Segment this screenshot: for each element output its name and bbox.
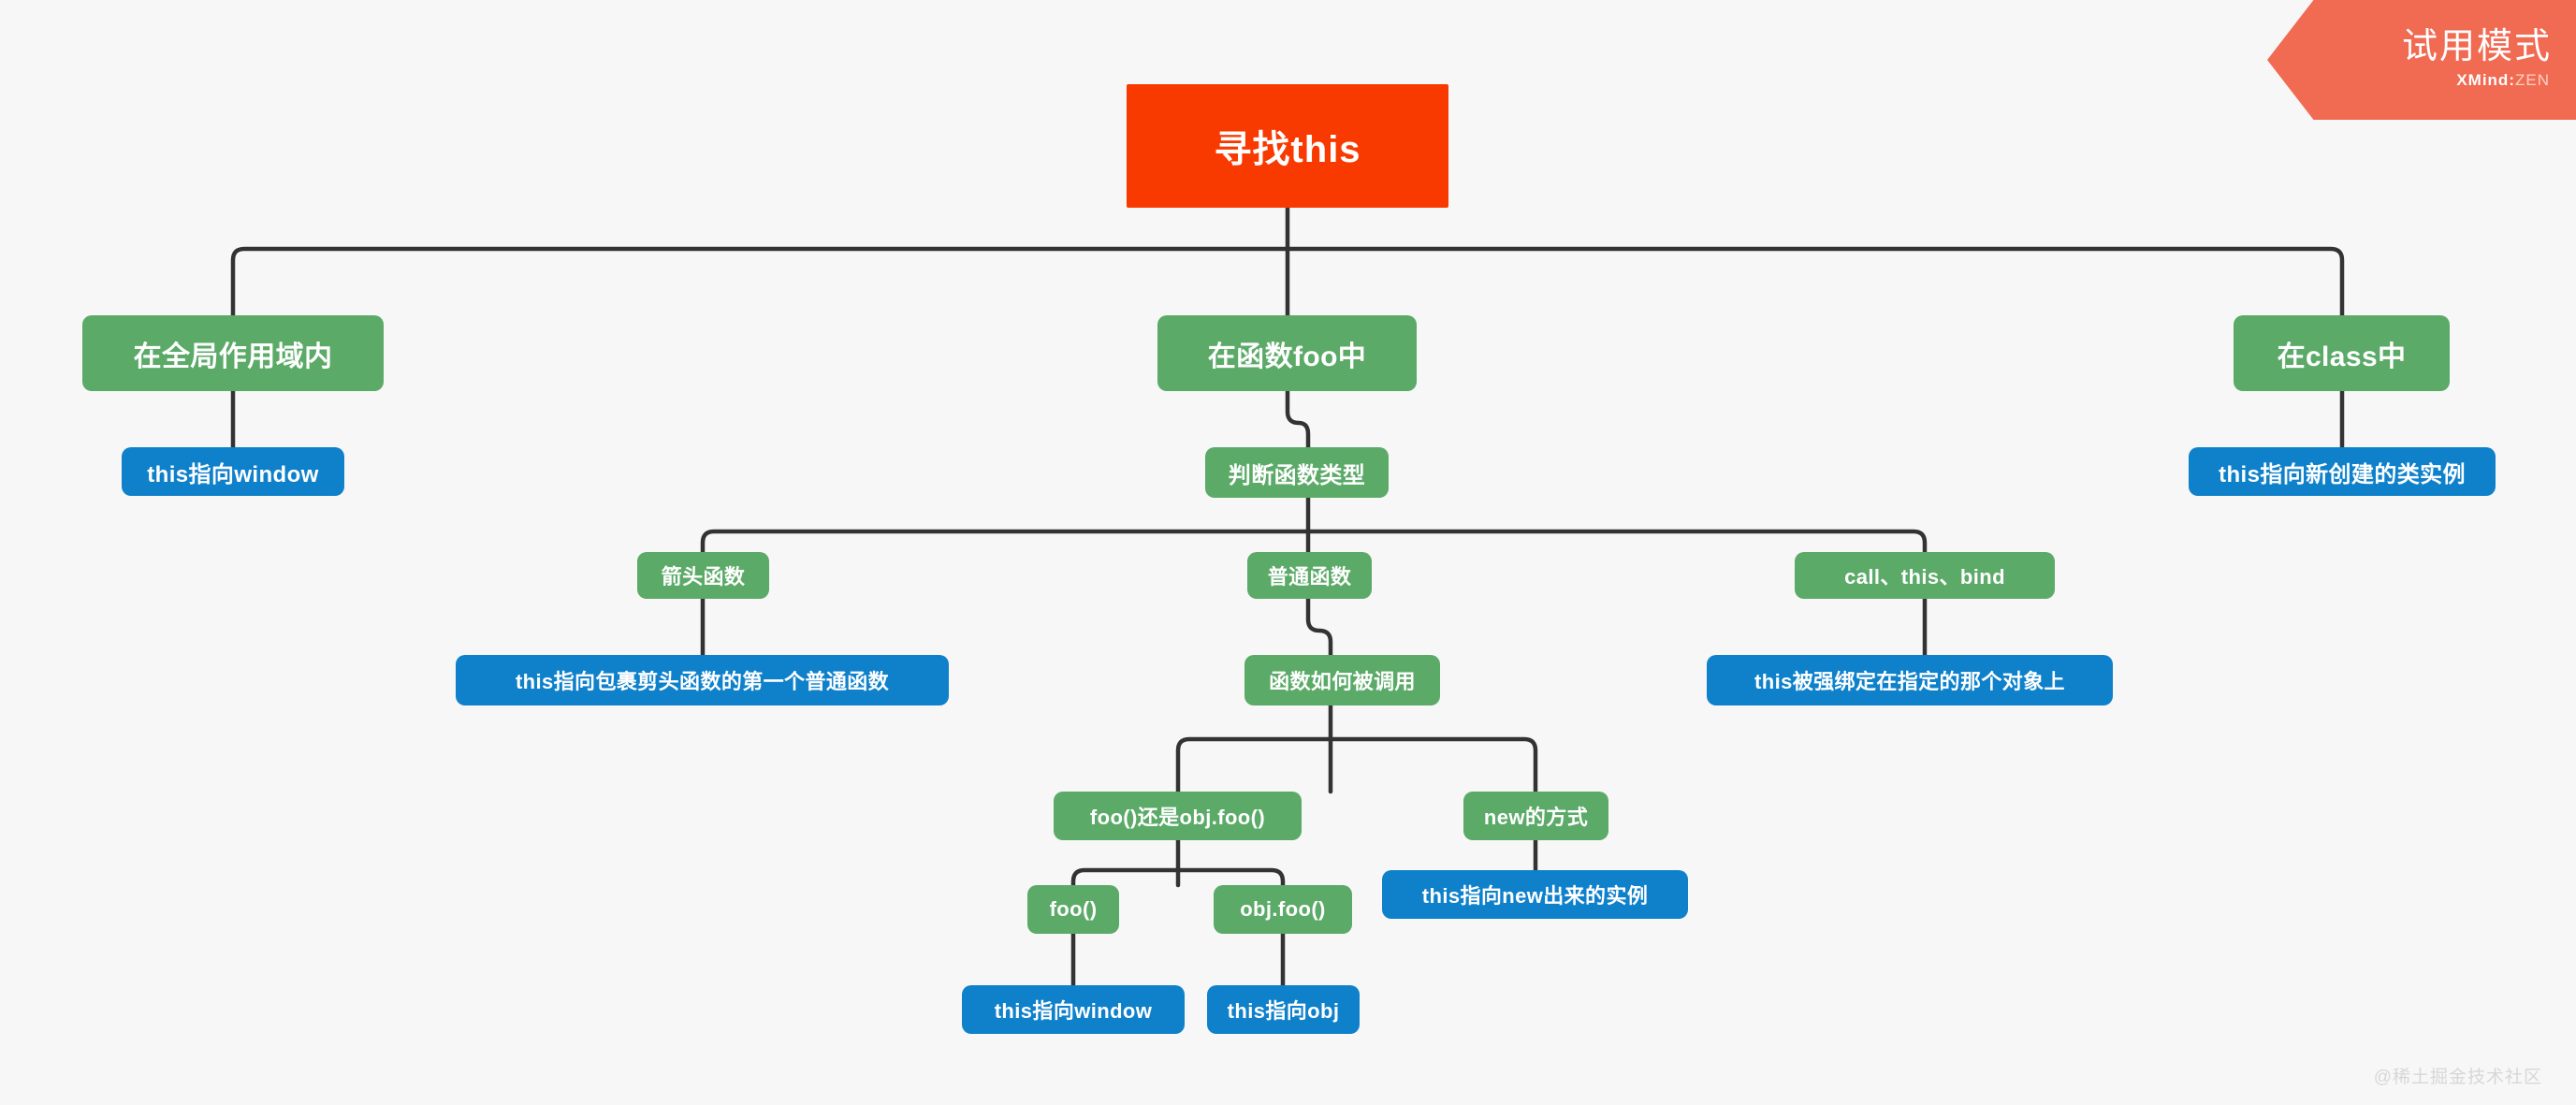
edge-level6-bus xyxy=(1070,867,1286,888)
trial-mode-title: 试用模式 xyxy=(2401,27,2552,66)
node-call-bind-result[interactable]: this被强绑定在指定的那个对象上 xyxy=(1707,655,2113,705)
trial-mode-badge[interactable]: 试用模式 XMind:ZEN xyxy=(2267,0,2576,120)
brand-separator: : xyxy=(2509,71,2515,89)
edge-normal-to-howcalled xyxy=(1305,596,1333,658)
node-normal-fn[interactable]: 普通函数 xyxy=(1247,552,1372,599)
node-in-function-foo[interactable]: 在函数foo中 xyxy=(1157,315,1417,391)
node-foo-call-result[interactable]: this指向window xyxy=(962,985,1185,1034)
node-global-result[interactable]: this指向window xyxy=(122,447,344,496)
brand-primary: XMind xyxy=(2456,71,2510,89)
node-objfoo-result[interactable]: this指向obj xyxy=(1207,985,1360,1034)
node-foo-call[interactable]: foo() xyxy=(1027,885,1119,934)
node-objfoo-call[interactable]: obj.foo() xyxy=(1214,885,1352,934)
node-arrow-fn[interactable]: 箭头函数 xyxy=(637,552,769,599)
brand-secondary: ZEN xyxy=(2515,71,2550,89)
node-new-way-result[interactable]: this指向new出来的实例 xyxy=(1382,870,1688,919)
node-judge-fn-type[interactable]: 判断函数类型 xyxy=(1205,447,1389,498)
edge-level4-bus xyxy=(700,529,1928,555)
edge-level5-bus xyxy=(1175,736,1538,794)
node-new-way[interactable]: new的方式 xyxy=(1463,792,1608,840)
node-root[interactable]: 寻找this xyxy=(1127,84,1448,208)
edge-level2-bus xyxy=(230,246,2345,318)
node-arrow-fn-result[interactable]: this指向包裹剪头函数的第一个普通函数 xyxy=(456,655,949,705)
edge-foo-to-judge xyxy=(1285,388,1311,450)
node-how-called[interactable]: 函数如何被调用 xyxy=(1244,655,1440,705)
xmind-brand-label: XMind:ZEN xyxy=(2456,71,2550,90)
node-in-class[interactable]: 在class中 xyxy=(2234,315,2450,391)
node-foo-or-objfoo[interactable]: foo()还是obj.foo() xyxy=(1054,792,1302,840)
node-call-this-bind[interactable]: call、this、bind xyxy=(1795,552,2055,599)
node-global-scope[interactable]: 在全局作用域内 xyxy=(82,315,384,391)
watermark-text: @稀土掘金技术社区 xyxy=(2373,1068,2542,1087)
node-in-class-result[interactable]: this指向新创建的类实例 xyxy=(2189,447,2496,496)
